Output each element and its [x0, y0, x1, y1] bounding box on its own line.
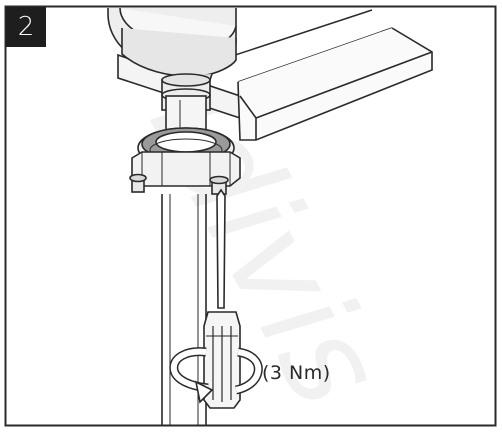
torque-value-label: (3 Nm) — [262, 362, 331, 384]
rotate-arrow-icon — [169, 347, 263, 404]
faucet-knob — [107, 7, 237, 84]
screwdriver-icon — [203, 188, 241, 409]
hex-nut — [129, 151, 241, 195]
frame-border — [4, 5, 497, 427]
step-number-badge: 2 — [6, 7, 46, 47]
